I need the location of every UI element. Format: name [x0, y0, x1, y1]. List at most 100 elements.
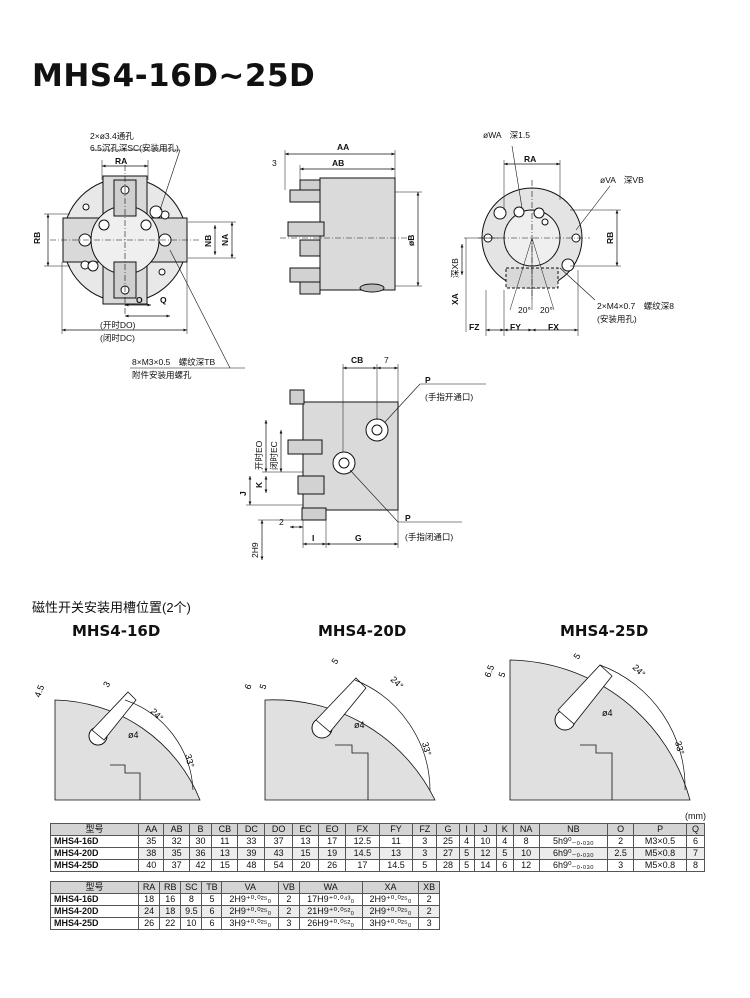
svg-text:开时EO: 开时EO — [254, 440, 264, 470]
table-cell: 2.5 — [607, 847, 635, 860]
table-cell: 37 — [163, 859, 190, 872]
table-cell: 40 — [137, 859, 165, 872]
table-cell: 54 — [264, 859, 293, 872]
column-header: AB — [163, 823, 190, 836]
svg-text:K: K — [254, 481, 264, 488]
table-cell: 21H9⁺⁰·⁰⁵²₀ — [298, 905, 363, 918]
svg-text:6.5: 6.5 — [482, 664, 496, 679]
table-cell: 15 — [291, 847, 320, 860]
svg-text:P: P — [425, 375, 431, 385]
table-cell: 4 — [458, 835, 475, 848]
rear-view-labels: øWA 深1.5 RA øVA 深VB RB 深XB XA 20° 20° FZ… — [450, 130, 674, 332]
detail-title-16d: MHS4-16D — [72, 622, 161, 640]
column-header: I — [458, 823, 475, 836]
svg-text:ø4: ø4 — [602, 708, 613, 718]
svg-text:33°: 33° — [183, 753, 196, 769]
table-cell: 17 — [345, 859, 380, 872]
svg-text:3: 3 — [101, 680, 112, 689]
table-cell: 11 — [378, 835, 414, 848]
table-cell: 5h9⁰₋₀.₀₃₀ — [538, 835, 609, 848]
svg-text:NB: NB — [203, 235, 213, 247]
table-cell: 2H9⁺⁰·⁰²⁵₀ — [361, 893, 420, 906]
svg-text:FZ: FZ — [469, 322, 479, 332]
groove-detail-25d: 6.5 5 5 24° 33° ø4 — [482, 651, 691, 801]
table-cell: 16 — [159, 893, 182, 906]
column-header: RB — [159, 881, 182, 894]
table-cell: 2 — [418, 905, 440, 918]
svg-text:FY: FY — [510, 322, 521, 332]
table-cell: M5×0.8 — [633, 859, 687, 872]
svg-text:2H9: 2H9 — [250, 542, 260, 558]
groove-detail-20d: 6 5 5 24° 33° ø4 — [242, 656, 436, 801]
table-cell: 6 — [201, 905, 223, 918]
svg-text:O: O — [136, 295, 143, 305]
svg-text:闭时EC: 闭时EC — [269, 441, 279, 470]
column-header: K — [496, 823, 514, 836]
column-header: DO — [264, 823, 293, 836]
table-cell: M5×0.8 — [633, 847, 687, 860]
column-header: EC — [291, 823, 320, 836]
table-cell: MHS4-16D — [50, 835, 139, 848]
column-header: CB — [211, 823, 239, 836]
table-cell: 5 — [201, 893, 223, 906]
column-header: Q — [685, 823, 706, 836]
svg-text:øWA 深1.5: øWA 深1.5 — [483, 130, 530, 140]
table-cell: 4 — [496, 835, 514, 848]
table-cell: 13 — [211, 847, 239, 860]
svg-text:CB: CB — [351, 355, 363, 365]
svg-text:24°: 24° — [389, 674, 406, 691]
table-cell: 12.5 — [345, 835, 380, 848]
table-cell: 8 — [685, 859, 706, 872]
column-header: J — [473, 823, 498, 836]
column-header: FX — [345, 823, 380, 836]
svg-text:NA: NA — [220, 234, 230, 246]
table-cell: 33 — [237, 835, 266, 848]
column-header: NA — [512, 823, 540, 836]
table-cell: 8 — [512, 835, 540, 848]
svg-text:RB: RB — [32, 232, 42, 244]
table-cell: 3H9⁺⁰·⁰²⁵₀ — [361, 917, 420, 930]
table-cell: 37 — [264, 835, 293, 848]
detail-title-20d: MHS4-20D — [318, 622, 407, 640]
table-cell: 9.5 — [180, 905, 203, 918]
column-header: WA — [298, 881, 363, 894]
table-cell: 19 — [318, 847, 347, 860]
table-cell: 3 — [418, 917, 440, 930]
rear-view — [460, 145, 621, 336]
table-cell: 35 — [137, 835, 165, 848]
table-cell: MHS4-20D — [50, 847, 139, 860]
svg-text:4.5: 4.5 — [32, 684, 46, 699]
table-cell: MHS4-16D — [50, 893, 139, 906]
svg-text:P: P — [405, 513, 411, 523]
column-header: O — [607, 823, 635, 836]
svg-text:8×M3×0.5 螺纹深TB: 8×M3×0.5 螺纹深TB — [132, 357, 215, 367]
svg-text:øVA 深VB: øVA 深VB — [600, 175, 644, 185]
svg-text:(开时DO): (开时DO) — [100, 320, 136, 330]
switch-groove-details: 4.5 3 24° 33° ø4 6 5 5 24° 33° ø4 6.5 5 … — [32, 651, 691, 801]
groove-detail-16d: 4.5 3 24° 33° ø4 — [32, 680, 201, 801]
svg-text:2: 2 — [279, 517, 284, 527]
table-cell: 3 — [412, 847, 438, 860]
svg-text:XA: XA — [450, 293, 460, 305]
table-cell: 36 — [188, 847, 213, 860]
side-view — [280, 150, 422, 295]
svg-text:5: 5 — [329, 656, 340, 666]
table-cell: M3×0.5 — [633, 835, 687, 848]
table-cell: 32 — [163, 835, 190, 848]
table-cell: 5 — [496, 847, 514, 860]
svg-text:6.5沉孔深SC(安装用孔): 6.5沉孔深SC(安装用孔) — [90, 143, 179, 153]
table-cell: 43 — [264, 847, 293, 860]
front-view-labels: 2×ø3.4通孔 6.5沉孔深SC(安装用孔) RA RB NB NA O Q … — [32, 131, 230, 380]
svg-text:ø4: ø4 — [354, 720, 365, 730]
table-cell: 2 — [607, 835, 635, 848]
table-cell: 18 — [137, 893, 161, 906]
table-cell: 22 — [159, 917, 182, 930]
svg-text:(手指闭通口): (手指闭通口) — [405, 532, 453, 542]
svg-text:20°: 20° — [540, 305, 553, 315]
